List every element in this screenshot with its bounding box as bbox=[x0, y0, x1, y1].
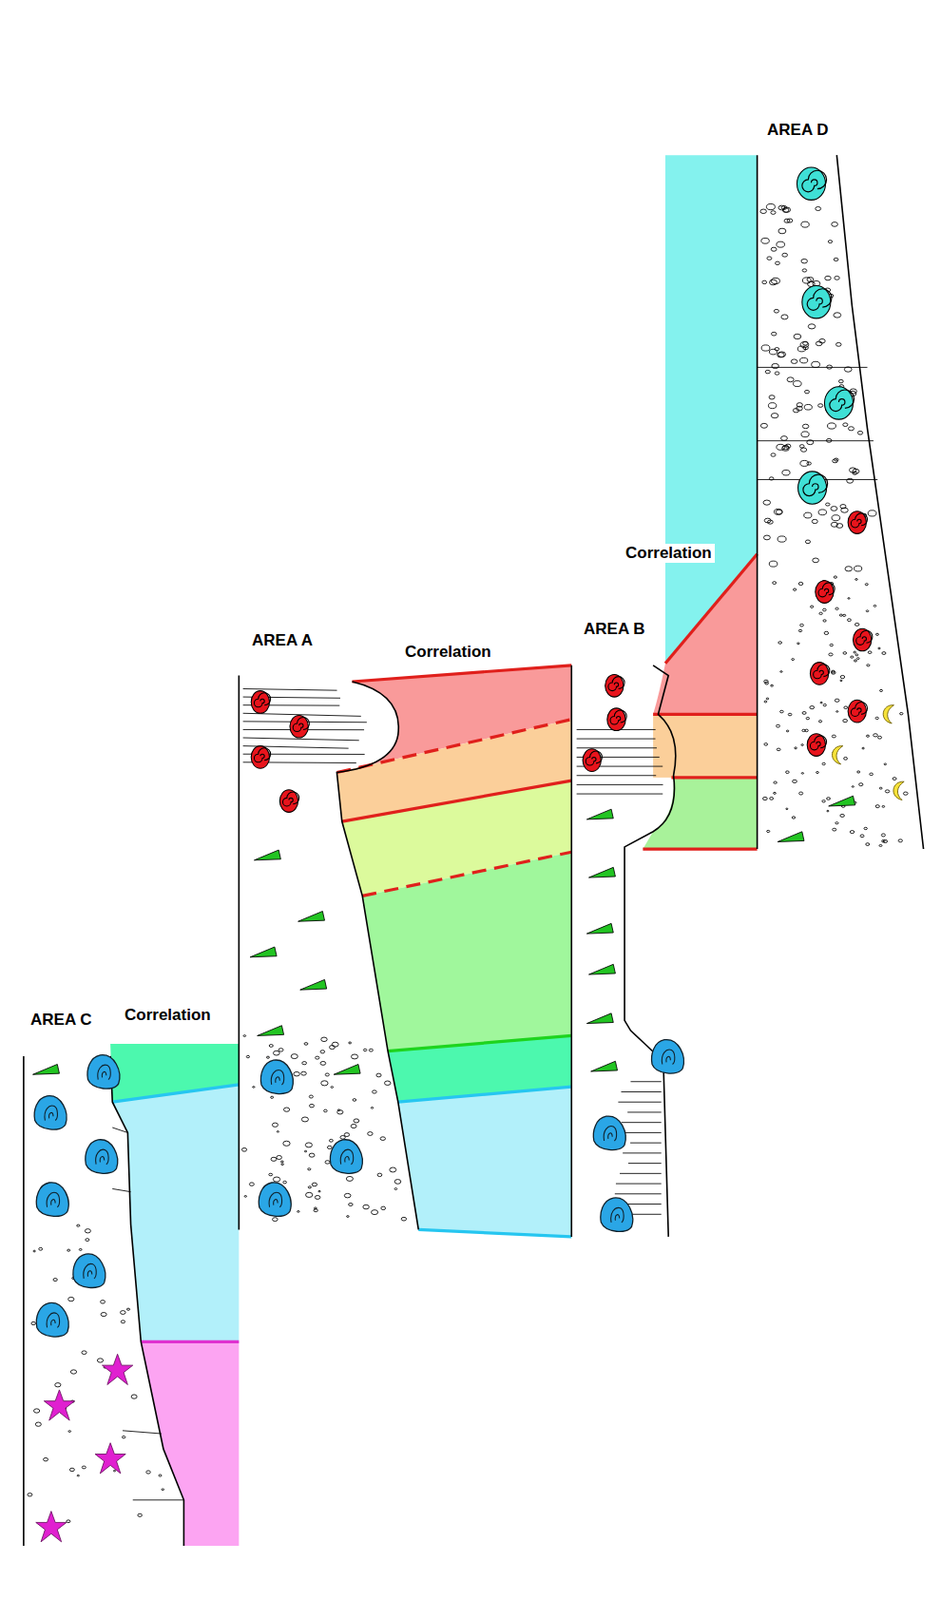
area-label: Correlation bbox=[124, 1005, 212, 1025]
area-label: AREA A bbox=[251, 631, 313, 651]
area-label: AREA C bbox=[30, 1010, 93, 1030]
area-label: Correlation bbox=[404, 642, 492, 662]
area-label: Correlation bbox=[622, 543, 715, 563]
area-label: AREA D bbox=[767, 120, 829, 140]
area-label: AREA B bbox=[583, 619, 646, 639]
